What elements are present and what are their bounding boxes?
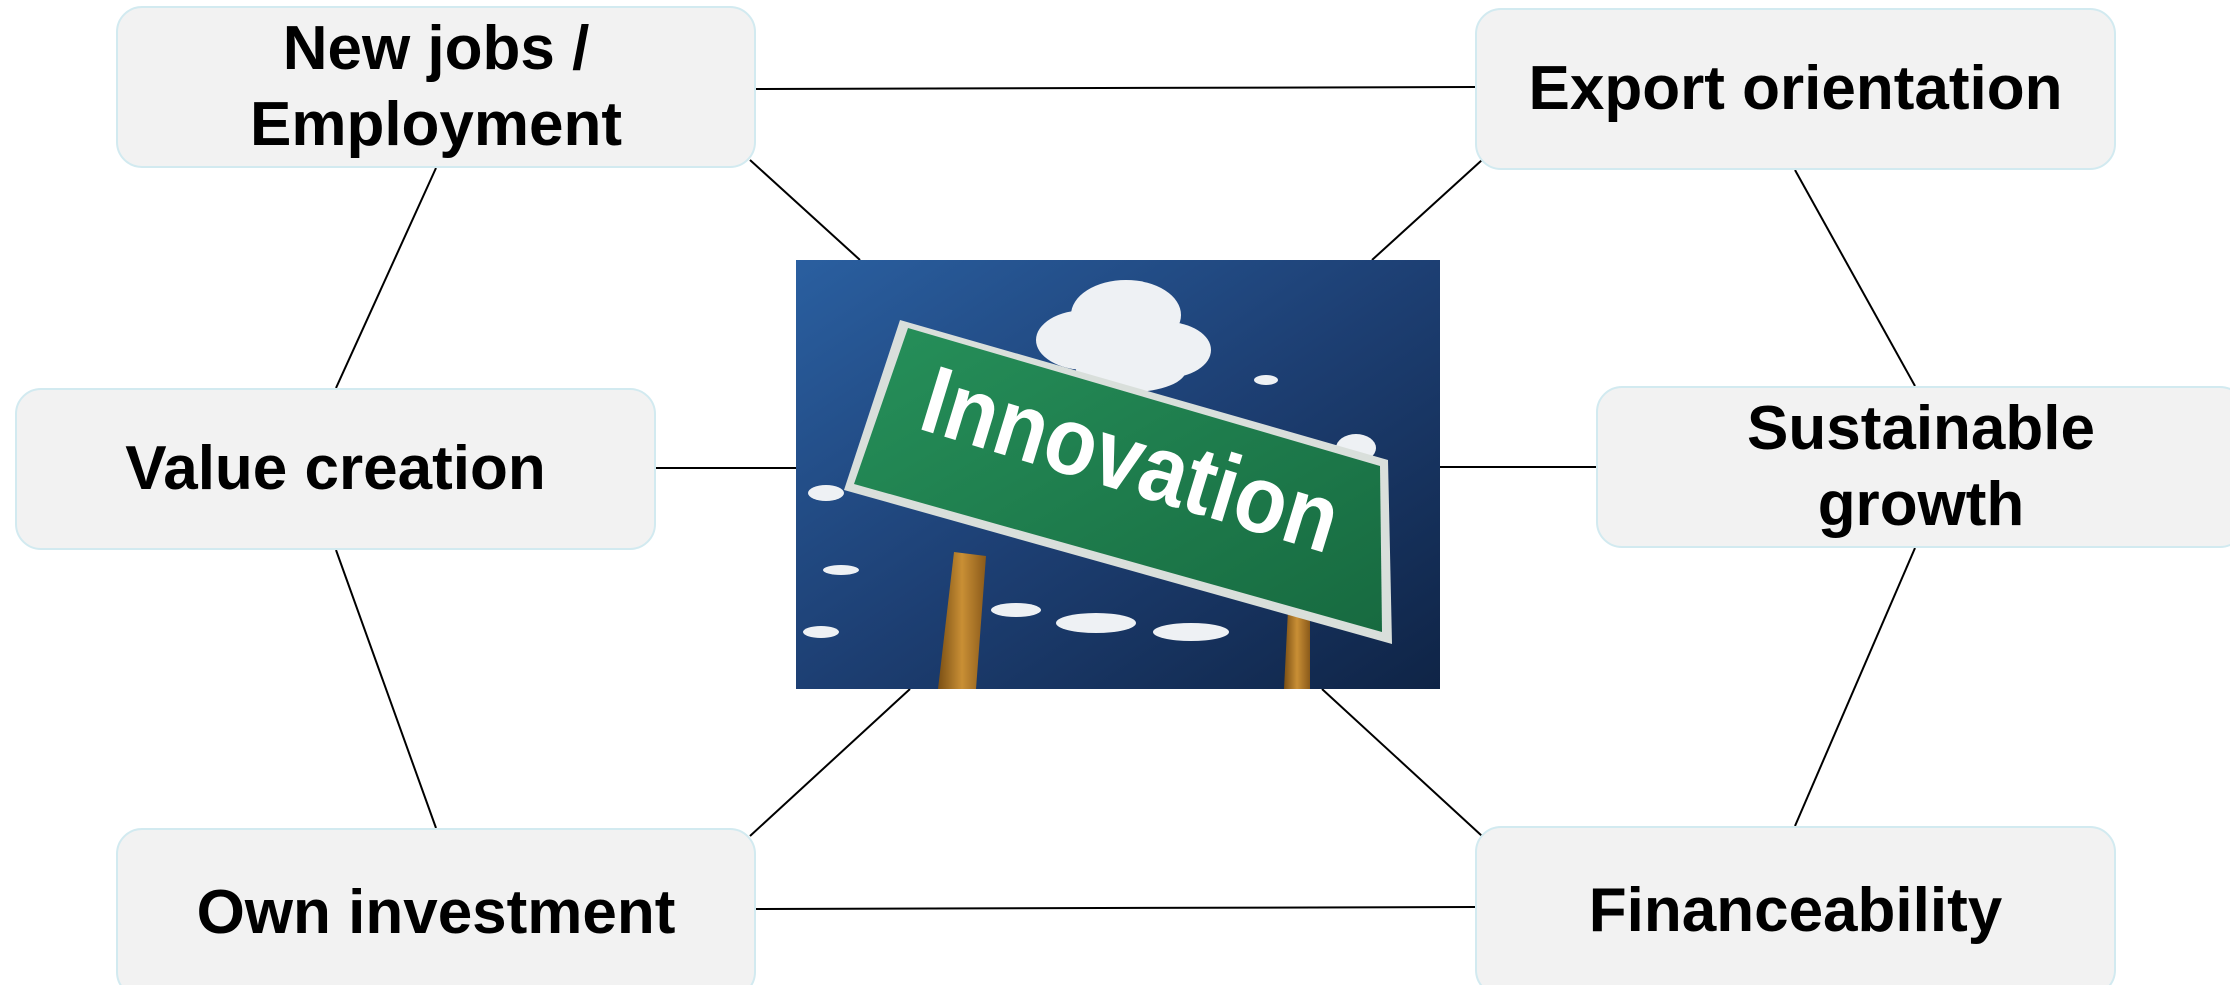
- node-label: New jobs / Employment: [249, 14, 623, 159]
- innovation-road-sign-photo: Innovation: [796, 260, 1440, 689]
- connector-jobs-value: [335, 167, 437, 389]
- connector-jobs-export: [755, 86, 1476, 90]
- node-label: Sustainable growth: [1747, 394, 2095, 539]
- connector-export-growth: [1794, 169, 1916, 387]
- connector-invest-center: [749, 688, 911, 837]
- node-label: Own investment: [196, 878, 676, 948]
- connector-jobs-center: [749, 159, 861, 261]
- node-export-orientation: Export orientation: [1475, 8, 2116, 170]
- connector-value-invest: [335, 549, 437, 829]
- connector-export-center: [1371, 159, 1483, 261]
- node-label: Value creation: [125, 434, 546, 504]
- node-own-investment: Own investment: [116, 828, 756, 985]
- sign-posts: [938, 552, 1310, 689]
- connector-finance-center: [1321, 688, 1483, 837]
- node-value-creation: Value creation: [15, 388, 656, 550]
- node-label: Export orientation: [1528, 54, 2063, 124]
- connector-invest-finance: [755, 906, 1476, 910]
- node-sustainable-growth: Sustainable growth: [1596, 386, 2230, 548]
- sign-illustration: Innovation: [796, 260, 1440, 689]
- connector-growth-finance: [1794, 547, 1916, 827]
- node-label: Financeability: [1588, 876, 2003, 946]
- node-new-jobs-employment: New jobs / Employment: [116, 6, 756, 168]
- node-financeability: Financeability: [1475, 826, 2116, 985]
